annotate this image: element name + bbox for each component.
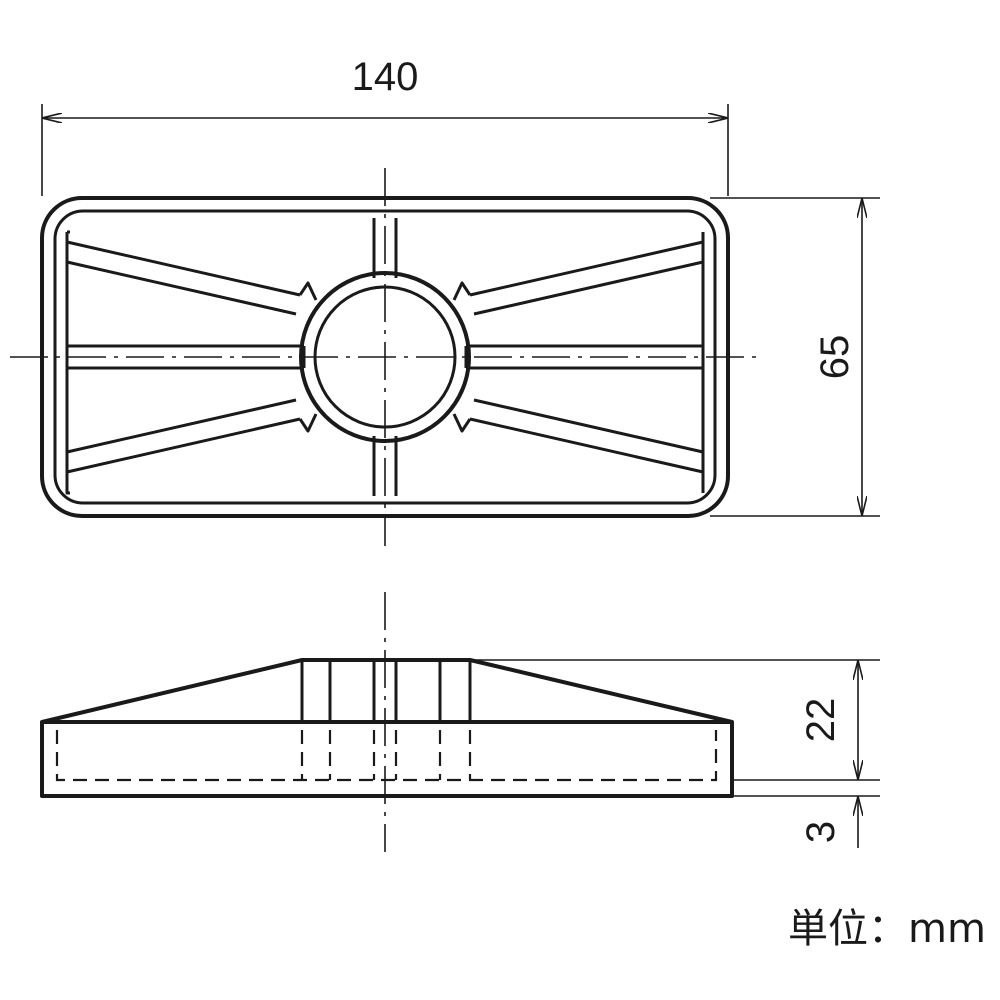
hub-block <box>300 660 472 722</box>
unit-label: 単位：mm <box>788 906 986 952</box>
rib-bottom <box>372 436 398 496</box>
rib-top <box>372 218 398 278</box>
dimension-depth-label: 65 <box>813 335 857 380</box>
ribs-left <box>65 230 304 495</box>
dimension-width-label: 140 <box>352 55 419 99</box>
dimension-thickness: 3 <box>799 796 858 848</box>
dimension-height-label: 22 <box>799 698 843 743</box>
hidden-lines <box>55 730 718 782</box>
dimension-width: 140 <box>41 55 729 196</box>
sloped-body <box>41 658 733 724</box>
base-plate <box>40 720 734 798</box>
side-view <box>40 592 734 852</box>
dimension-depth: 65 <box>710 197 880 517</box>
top-view <box>10 168 760 546</box>
dimension-height: 22 <box>472 659 880 797</box>
ribs-right <box>466 232 705 493</box>
dimension-thickness-label: 3 <box>799 821 843 843</box>
